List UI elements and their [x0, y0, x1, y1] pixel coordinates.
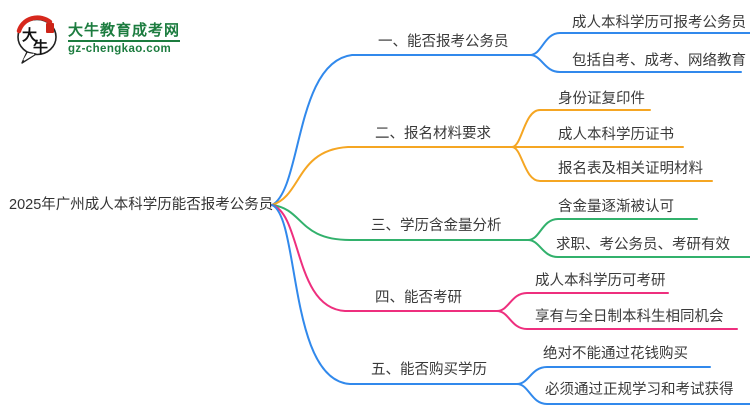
leaf-node: 包括自考、成考、网络教育: [572, 53, 746, 69]
logo-text-block: 大牛教育成考网 gz-chengkao.com: [68, 22, 180, 56]
logo-divider: [68, 40, 180, 42]
site-logo: 大 牛 大牛教育成考网 gz-chengkao.com: [14, 14, 180, 64]
leaf-node: 必须通过正规学习和考试获得: [545, 382, 734, 398]
svg-text:牛: 牛: [33, 38, 48, 56]
leaf-node: 成人本科学历可考研: [535, 273, 666, 289]
leaf-node: 含金量逐渐被认可: [558, 199, 674, 215]
leaf-node: 身份证复印件: [558, 91, 645, 107]
speech-bubble-logo-icon: 大 牛: [14, 14, 62, 64]
branch-2-connector: [271, 109, 713, 206]
branch-3-label: 三、学历含金量分析: [371, 218, 502, 234]
leaf-node: 享有与全日制本科生相同机会: [535, 309, 724, 325]
branch-1-label: 一、能否报考公务员: [378, 34, 509, 50]
svg-text:大: 大: [22, 26, 37, 44]
branch-1-connector: [271, 32, 750, 206]
central-topic: 2025年广州成人本科学历能否报考公务员: [9, 197, 274, 213]
site-url: gz-chengkao.com: [68, 43, 172, 55]
branch-5-label: 五、能否购买学历: [371, 362, 487, 378]
branch-5-connector: [271, 204, 750, 405]
branch-2-label: 二、报名材料要求: [375, 126, 491, 142]
site-name: 大牛教育成考网: [68, 22, 181, 39]
leaf-node: 成人本科学历证书: [558, 127, 674, 143]
branch-3-connector: [271, 204, 750, 258]
leaf-node: 求职、考公务员、考研有效: [556, 237, 730, 253]
leaf-node: 成人本科学历可报考公务员: [572, 15, 746, 31]
branch-4-connector: [271, 204, 738, 330]
leaf-node: 绝对不能通过花钱购买: [543, 346, 688, 362]
leaf-node: 报名表及相关证明材料: [558, 161, 703, 177]
branch-4-label: 四、能否考研: [375, 290, 462, 306]
